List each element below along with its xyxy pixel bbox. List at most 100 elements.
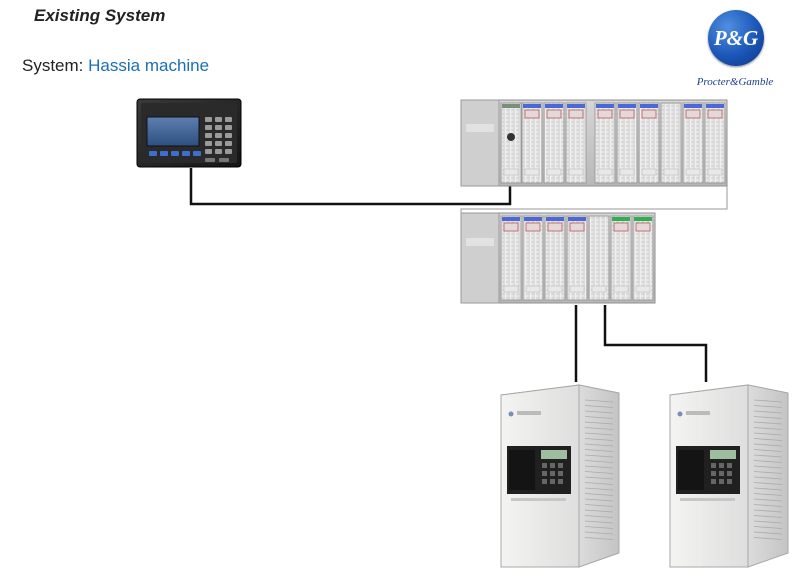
card-label [613,285,629,293]
io-card [588,215,610,301]
module-status-strip [684,104,702,108]
drive-vent [753,504,783,507]
hmi-key [215,125,222,130]
hmi-key [225,141,232,146]
module-indicator [546,109,562,119]
drive-key [719,479,724,484]
module-status-strip [640,104,658,108]
module-indicator [613,222,629,232]
hmi-function-key [149,151,157,156]
card-label [525,285,541,293]
drive-display [541,450,567,459]
io-card [500,102,522,184]
drive-vent [584,482,614,485]
brand-label [517,411,541,415]
card-label [524,168,540,176]
io-card [500,215,522,301]
drive-vent [753,526,783,529]
module-status-strip [706,104,724,108]
card-label [635,285,651,293]
io-card [522,215,544,301]
io-card [660,102,682,184]
drive-key [727,471,732,476]
hmi-function-key [193,151,201,156]
module-status-strip [523,104,541,108]
card-label [619,168,635,176]
card-label [707,168,723,176]
drive-vent [753,405,783,408]
brand-logo-icon [508,411,514,417]
drive-vent [753,471,783,474]
module-indicator [525,222,541,232]
hmi-key [205,141,212,146]
hmi-function-key [182,151,190,156]
drive-vent [584,487,614,491]
card-label [546,168,562,176]
ac-drive-1 [500,384,620,568]
io-card [521,102,543,184]
module-status-strip [634,217,652,221]
drive-key [542,463,547,468]
drive-seam [680,498,735,501]
module-indicator [707,109,723,119]
drive-vent [584,520,614,524]
drive-key [727,463,732,468]
drive-vent [584,465,614,469]
hmi-function-key [171,151,179,156]
card-label [685,168,701,176]
card-label [641,168,657,176]
card-label [597,168,613,176]
drive-vent [753,476,783,480]
drive-vent [753,493,783,496]
module-status-strip [524,217,542,221]
adapter-label [466,238,494,246]
drive-vent [753,509,783,513]
module-status-strip [502,217,520,221]
drive-vent [584,471,614,474]
drive-vent [584,526,614,529]
hmi-screen [146,116,200,147]
drive-vent [753,410,783,414]
hmi-key [225,125,232,130]
drive-key [558,463,563,468]
cable-hmi-to-rack [189,168,512,206]
module-indicator [547,222,563,232]
module-status-strip [546,217,564,221]
card-label [503,285,519,293]
hmi-function-keys [149,151,201,156]
drive-vent [753,421,783,425]
drive-vent [584,416,614,419]
card-label [569,285,585,293]
io-card [638,102,660,184]
ac-drive-2 [669,384,789,568]
drive-vent [753,531,783,535]
drive-vent [584,427,614,430]
module-status-strip [612,217,630,221]
hmi-key [225,117,232,122]
drive-hood [509,450,535,490]
system-name: Hassia machine [88,56,210,75]
drive-vent [753,438,783,441]
drive-key [711,463,716,468]
drive-vent [584,504,614,507]
drive-vent [753,460,783,463]
drive-vent [584,454,614,458]
brand-logo-icon [677,411,683,417]
card-label [591,285,607,293]
drive-vent [584,493,614,496]
drive-vent [584,405,614,408]
io-card [632,215,654,301]
hmi-terminal [136,98,242,168]
hmi-key [205,133,212,138]
hmi-key [205,125,212,130]
io-card [610,215,632,301]
drive-vent [753,427,783,430]
drive-vent [584,515,614,518]
cable-rack-to-drive2 [603,305,708,382]
drive-vent [584,399,614,403]
io-card [682,102,704,184]
drive-vent [584,509,614,513]
module-indicator [503,222,519,232]
card-label [503,168,519,176]
